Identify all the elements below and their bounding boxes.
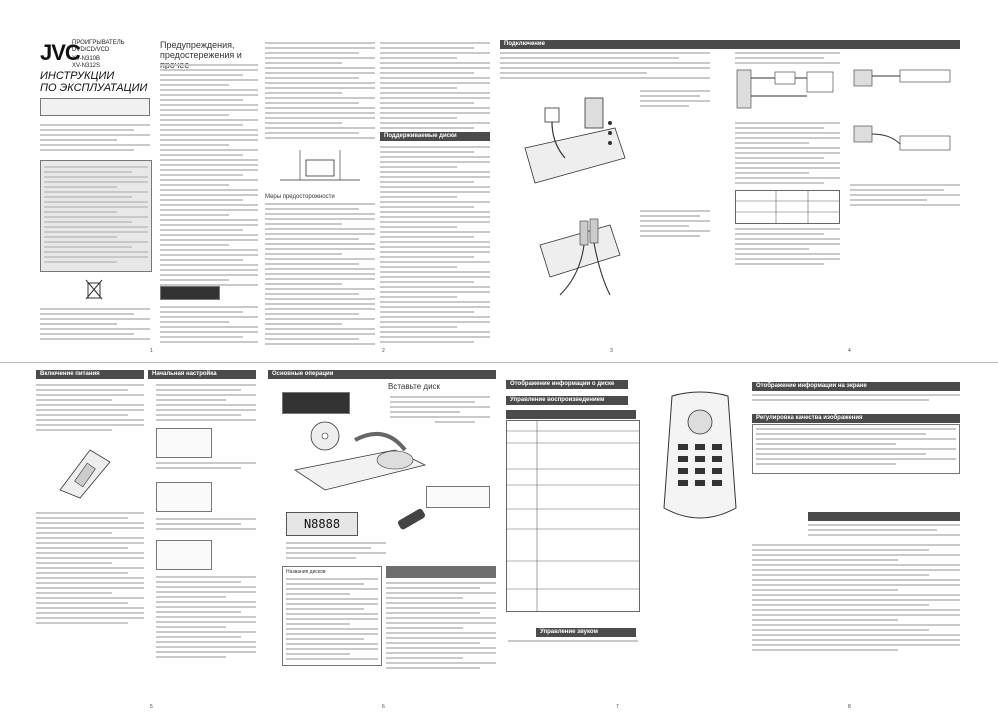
precautions-col1-text bbox=[160, 64, 258, 289]
setup-menu-screen-1 bbox=[156, 428, 212, 458]
picture-adjust-text bbox=[756, 428, 956, 468]
supported-discs-text bbox=[380, 146, 490, 346]
screen-info-heading: Отображение информации на экране bbox=[752, 382, 960, 391]
precautions-col3-text bbox=[380, 42, 490, 132]
supported-discs-heading: Поддерживаемые диски bbox=[380, 132, 490, 141]
player-disc-tray-illustration bbox=[285, 420, 435, 500]
initial-setup-steps bbox=[156, 462, 256, 472]
amplifier-notes bbox=[850, 184, 960, 209]
initial-setup-heading: Начальная настройка bbox=[148, 370, 256, 379]
playback-info-heading: Отображение информации о диске bbox=[506, 380, 628, 389]
power-on-heading: Включение питания bbox=[36, 370, 144, 379]
page-number-5: 5 bbox=[150, 704, 153, 710]
connection-p4-text bbox=[735, 122, 840, 187]
caution-measures-heading: Меры предосторожности bbox=[265, 194, 335, 200]
amplifier-diagram bbox=[850, 66, 960, 176]
setup-menu-screen-2 bbox=[156, 482, 212, 512]
connection-p4-col1 bbox=[735, 52, 840, 67]
player-rear-diagram-2 bbox=[520, 205, 630, 305]
playback-control-heading: Управление воспроизведением bbox=[506, 396, 628, 405]
jvc-logo: JVC bbox=[40, 40, 81, 65]
cover-logos-strip bbox=[40, 98, 150, 116]
precautions-col2-text bbox=[265, 42, 375, 142]
model-numbers: XV-N310B XV-N312S bbox=[72, 56, 101, 69]
rear-label-image bbox=[160, 286, 220, 300]
product-type: ПРОИГРЫВАТЕЛЬ DVD/CD/VCD bbox=[72, 40, 125, 53]
repeat-heading bbox=[808, 512, 960, 521]
remote-control-illustration bbox=[658, 388, 742, 528]
display-notes bbox=[286, 542, 386, 562]
tv-connection-diagram bbox=[735, 66, 840, 116]
playback-note-heading bbox=[386, 566, 496, 578]
playback-note-text bbox=[386, 582, 496, 672]
page-number-4: 4 bbox=[848, 348, 851, 354]
precautions-col1-footer bbox=[160, 306, 258, 346]
player-rear-diagram-1 bbox=[515, 88, 635, 188]
recycle-bin-icon bbox=[84, 278, 104, 300]
playback-subheading bbox=[506, 410, 636, 419]
page-number-2: 2 bbox=[382, 348, 385, 354]
instructions-title: ИНСТРУКЦИИ ПО ЭКСПЛУАТАЦИИ bbox=[40, 70, 148, 94]
page-number-8: 8 bbox=[848, 704, 851, 710]
disc-names-list bbox=[286, 578, 378, 663]
remote-illustration-small bbox=[392, 500, 432, 540]
initial-setup-steps-2 bbox=[156, 518, 256, 533]
caution-measures-text bbox=[265, 203, 375, 348]
connection-heading: Подключение bbox=[500, 40, 960, 49]
disc-names-heading: Названия дисков bbox=[286, 569, 326, 575]
cover-text-lines bbox=[40, 124, 150, 154]
page-number-6: 6 bbox=[382, 704, 385, 710]
cover-footer-lines bbox=[40, 308, 150, 343]
initial-setup-text bbox=[156, 384, 256, 424]
ventilation-diagram bbox=[270, 146, 370, 190]
front-panel-display: N8888 bbox=[286, 512, 358, 536]
picture-adjust-heading: Регулировка качества изображения bbox=[752, 414, 960, 423]
power-indicator-callout bbox=[282, 392, 350, 414]
page-number-7: 7 bbox=[616, 704, 619, 710]
screen-info-text bbox=[752, 394, 960, 404]
cover-notice-lines bbox=[44, 166, 148, 266]
basic-operations-heading: Основные операции bbox=[268, 370, 496, 379]
connection-diagram2-notes bbox=[640, 210, 710, 240]
sound-control-text bbox=[508, 640, 638, 645]
battery-remote-illustration bbox=[50, 440, 120, 500]
sound-control-heading: Управление звуком bbox=[536, 628, 636, 637]
playback-function-table bbox=[506, 420, 640, 612]
open-close-callout bbox=[426, 486, 490, 508]
output-table bbox=[735, 190, 840, 224]
p8-bottom-text bbox=[752, 544, 960, 654]
connection-intro-text bbox=[500, 52, 710, 82]
setup-menu-screen-3 bbox=[156, 540, 212, 570]
connection-side-notes bbox=[640, 90, 710, 110]
fold-line bbox=[0, 362, 998, 363]
repeat-text bbox=[808, 524, 960, 539]
initial-setup-steps-3 bbox=[156, 576, 256, 661]
power-on-text-2 bbox=[36, 512, 144, 627]
connection-p4-footer bbox=[735, 228, 840, 268]
page-number-1: 1 bbox=[150, 348, 153, 354]
power-on-text bbox=[36, 384, 144, 434]
insert-disc-heading: Вставьте диск bbox=[388, 382, 441, 391]
page-number-3: 3 bbox=[610, 348, 613, 354]
